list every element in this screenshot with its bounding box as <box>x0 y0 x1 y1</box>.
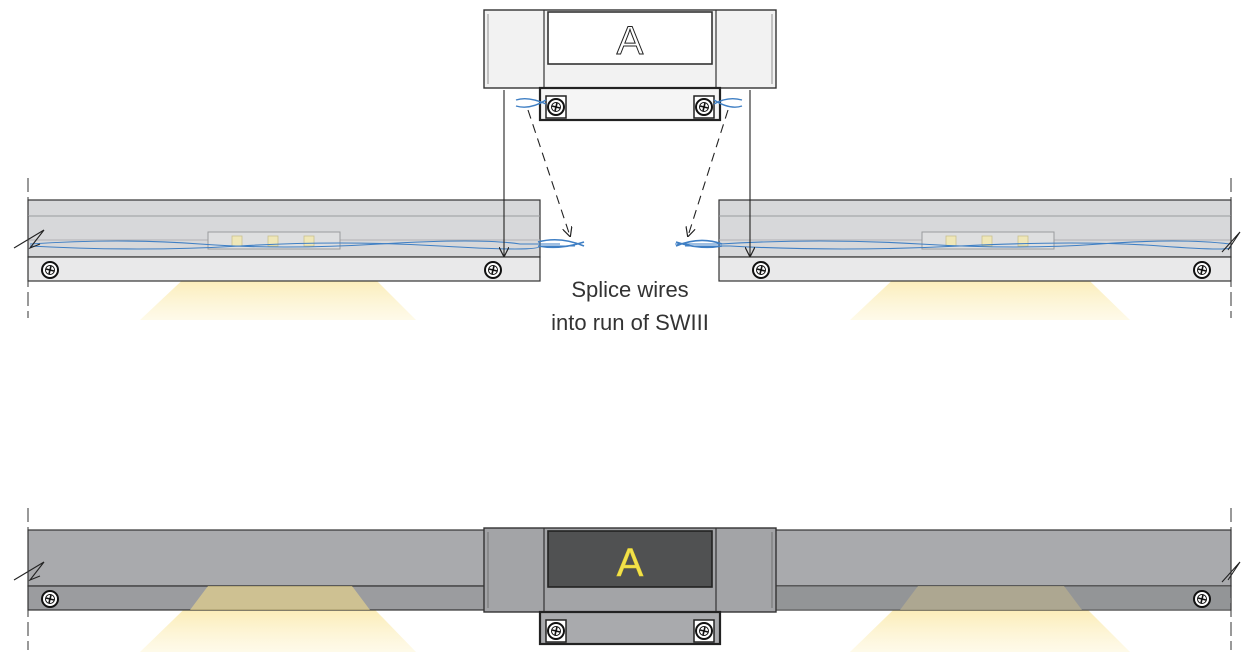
screw-icon <box>695 98 713 116</box>
caption-line-1: Splice wires <box>571 277 688 302</box>
screw-icon <box>752 261 770 279</box>
module-label-bottom: A <box>617 541 644 585</box>
screw-icon <box>1193 590 1211 608</box>
channel-top-right <box>675 199 1232 282</box>
screw-icon <box>41 590 59 608</box>
arrow-icon <box>527 109 570 236</box>
arrow-icon <box>688 109 729 236</box>
wire-splice-left <box>537 238 585 249</box>
screw-icon <box>41 261 59 279</box>
connector-module-top <box>483 9 777 122</box>
caption-line-2: into run of SWIII <box>551 310 709 335</box>
channel-top-left <box>27 199 575 282</box>
screw-icon <box>1193 261 1211 279</box>
screw-icon <box>547 98 565 116</box>
break-mark-icon <box>1221 561 1241 583</box>
break-mark-icon <box>13 229 45 250</box>
break-mark-icon <box>1221 231 1241 253</box>
wire-right <box>675 240 1231 248</box>
screw-icon <box>695 622 713 640</box>
module-label-top: A <box>617 19 644 63</box>
break-mark-icon <box>13 561 45 582</box>
screw-icon <box>547 622 565 640</box>
screw-icon <box>484 261 502 279</box>
wire-left <box>29 240 560 248</box>
wire-splice-right <box>675 239 723 249</box>
connector-module-bottom <box>483 527 777 646</box>
